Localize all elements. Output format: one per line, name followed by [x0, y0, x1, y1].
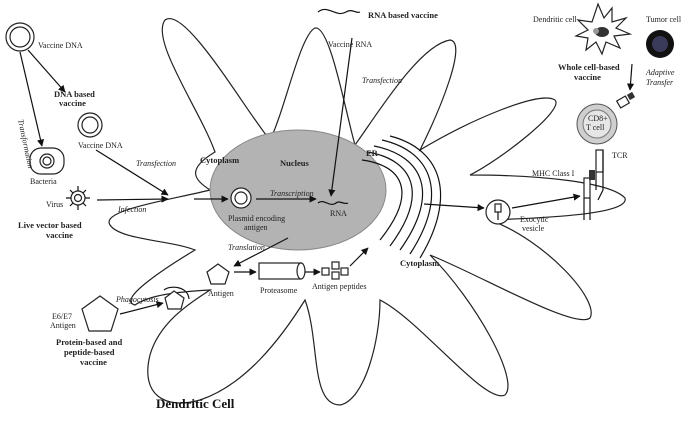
label-infection: Infection [117, 205, 146, 214]
antigen-icon [206, 263, 230, 285]
plasmid-icon [230, 187, 252, 209]
label-transformation: Transformation [16, 119, 35, 170]
label-e6e7-1: E6/E7 [52, 312, 72, 321]
label-virus: Virus [46, 200, 63, 209]
label-phagocytosis: Phagocytosis [115, 295, 159, 304]
label-tumor-cell: Tumor cell [646, 15, 682, 24]
endoplasmic-reticulum [361, 135, 442, 259]
label-cd8-1: CD8+ [588, 114, 608, 123]
label-live-vector-1: Live vector based [18, 220, 82, 230]
label-dendritic-cell-small: Dendritic cell [533, 15, 578, 24]
tcr [595, 149, 604, 201]
label-protein-1: Protein-based and [56, 337, 122, 347]
label-rna: RNA [330, 209, 347, 218]
label-bacteria: Bacteria [30, 177, 57, 186]
mhc-class-i [583, 170, 595, 220]
label-antigen-peptides: Antigen peptides [312, 282, 366, 291]
proteasome-icon [258, 262, 306, 280]
label-whole-cell-1: Whole cell-based [558, 62, 620, 72]
label-plasmid-1: Plasmid encoding [228, 214, 285, 223]
label-e6e7-2: Antigen [50, 321, 76, 330]
label-antigen: Antigen [208, 289, 234, 298]
label-dna-based-vaccine-2: vaccine [59, 98, 86, 108]
label-adaptive-2: Transfer [646, 78, 674, 87]
label-plasmid-2: antigen [244, 223, 268, 232]
label-er: ER [366, 148, 379, 158]
label-adaptive-1: Adaptive [645, 68, 675, 77]
label-rna-based-vaccine: RNA based vaccine [368, 10, 438, 20]
tumor-cell-icon [646, 30, 674, 58]
label-tcr: TCR [612, 151, 628, 160]
rna-strand [317, 200, 349, 206]
label-dna-based-vaccine-1: DNA based [54, 89, 95, 99]
label-cytoplasm-bottom: Cytoplasm [400, 258, 439, 268]
label-transfection-right: Transfection [362, 76, 402, 85]
label-exocytic-2: vesicle [522, 224, 545, 233]
label-nucleus: Nucleus [280, 158, 310, 168]
label-vaccine-dna-mid: Vaccine DNA [78, 141, 123, 150]
label-translation: Translation [228, 243, 265, 252]
label-exocytic-1: Exocytic [520, 215, 549, 224]
label-transfection-left: Transfection [136, 159, 176, 168]
label-cd8-2: T cell [586, 123, 605, 132]
label-vaccine-dna-top: Vaccine DNA [38, 41, 83, 50]
virus-icon [66, 186, 90, 210]
bacteria-icon [29, 147, 65, 175]
label-mhc-class-i: MHC Class I [532, 169, 575, 178]
label-protein-2: peptide-based [64, 347, 115, 357]
vaccine-dna-plasmid-top [5, 22, 35, 52]
label-protein-3: vaccine [80, 357, 107, 367]
phagocytosed-antigen-icon [164, 290, 185, 310]
cd8-t-cell [576, 91, 636, 145]
exocytic-vesicle [485, 199, 511, 225]
label-transcription: Transcription [270, 189, 314, 198]
vaccine-dna-plasmid-mid [77, 112, 103, 138]
label-vaccine-rna: Vaccine RNA [328, 40, 372, 49]
dendritic-cell-small-icon [574, 2, 633, 56]
label-cytoplasm-top: Cytoplasm [200, 155, 239, 165]
label-whole-cell-2: vaccine [574, 72, 601, 82]
nucleus [209, 129, 387, 251]
phagosome-membrane [163, 286, 190, 300]
label-live-vector-2: vaccine [46, 230, 73, 240]
label-dendritic-cell-title: Dendritic Cell [156, 396, 235, 411]
pathway-arrows [19, 37, 635, 315]
antigen-peptides-icon [321, 261, 349, 280]
label-proteasome: Proteasome [260, 286, 298, 295]
e6e7-antigen-icon [81, 295, 119, 332]
vaccine-rna-strand [317, 8, 361, 15]
